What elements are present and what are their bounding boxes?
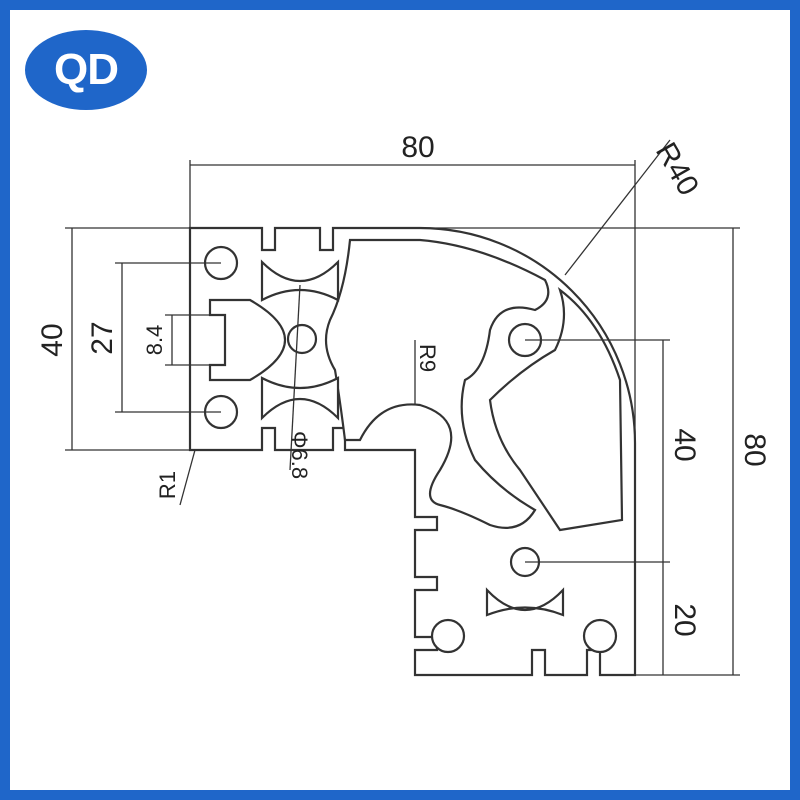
left-slot	[208, 298, 287, 382]
hole-bottom-left-2	[430, 618, 466, 654]
slot-arc-low	[485, 587, 565, 617]
center-hole-left	[286, 323, 318, 355]
hole-bottom-right	[582, 618, 618, 654]
dim-slot-width: 8.4	[142, 325, 167, 356]
outer-cavity	[488, 287, 624, 532]
dim-left-height: 40	[36, 323, 69, 356]
slot-arc-bottom	[260, 376, 340, 421]
dim-inner-radius: R9	[415, 344, 440, 372]
dim-outer-radius: R40	[649, 137, 705, 201]
dim-corner-radius: R1	[155, 471, 180, 499]
dim-bottom-offset: 20	[668, 603, 701, 636]
dim-hole-spacing: 27	[86, 321, 119, 354]
dimension-lines	[65, 139, 740, 676]
dim-right-inner-height: 40	[668, 428, 701, 461]
dim-center-hole: Φ6.8	[287, 431, 312, 479]
dim-right-height: 80	[738, 433, 771, 466]
dim-top-width: 80	[401, 131, 434, 164]
slot-arc-top	[260, 259, 340, 302]
logo-text: QD	[54, 45, 119, 94]
qd-logo: QD	[25, 30, 147, 110]
